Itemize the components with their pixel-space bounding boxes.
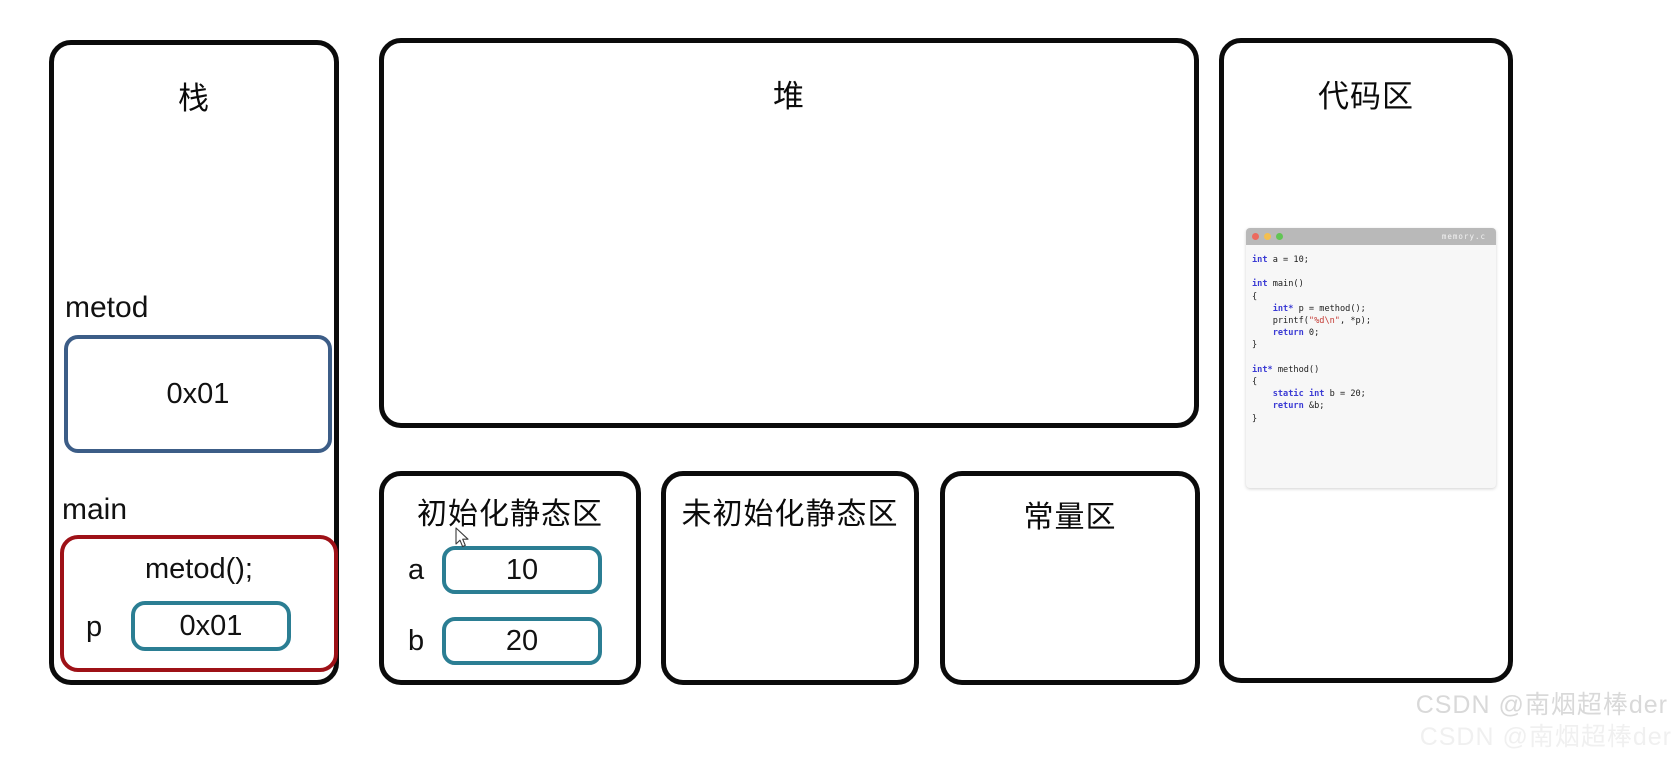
static-var-key-b: b xyxy=(408,624,425,657)
code-window-body: int a = 10; int main(){ int* p = method(… xyxy=(1246,245,1496,431)
constant-region-panel: 常量区 xyxy=(940,471,1200,685)
stack-var-key-p: p xyxy=(86,611,103,643)
static-var-a-value: 10 xyxy=(505,553,539,586)
code-region-title: 代码区 xyxy=(1318,79,1414,114)
stack-frame-label-main: main xyxy=(62,493,128,526)
code-line xyxy=(1252,352,1490,364)
watermark-text-faint: CSDN @南烟超棒der xyxy=(1419,723,1672,751)
code-line: return &b; xyxy=(1272,401,1325,412)
code-line: int a = 10; xyxy=(1252,255,1309,265)
code-region-panel: 代码区 memory.c int a = 10; int main(){ int… xyxy=(1219,38,1513,683)
code-line: printf("%d\n", *p); xyxy=(1252,316,1372,327)
watermark-text: CSDN @南烟超棒der xyxy=(1415,691,1668,719)
static-var-a-box: 10 xyxy=(442,546,602,594)
code-line: static int b = 20; xyxy=(1272,389,1366,400)
stack-frame-metod-box: 0x01 xyxy=(64,335,332,453)
stack-frame-label-metod: metod xyxy=(65,291,149,324)
stack-frame-main-call: metod(); xyxy=(145,553,253,585)
maximize-dot-icon[interactable] xyxy=(1276,233,1283,240)
code-window-filename: memory.c xyxy=(1441,232,1486,241)
static-var-row-b: b 20 xyxy=(408,617,602,665)
code-line: { xyxy=(1252,377,1258,388)
static-var-row-a: a 10 xyxy=(408,546,602,594)
stack-var-p-box: 0x01 xyxy=(131,601,291,651)
stack-frame-main-box: metod(); p 0x01 xyxy=(60,535,338,672)
initialized-static-region-panel: 初始化静态区 a 10 b 20 xyxy=(379,471,641,685)
code-line: { xyxy=(1252,291,1258,302)
initialized-static-region-title: 初始化静态区 xyxy=(417,498,603,531)
code-line: int main() xyxy=(1252,279,1304,290)
code-line: } xyxy=(1252,340,1258,351)
static-var-key-a: a xyxy=(408,553,425,586)
code-snippet-window: memory.c int a = 10; int main(){ int* p … xyxy=(1246,228,1496,488)
uninitialized-static-region-title: 未初始化静态区 xyxy=(681,498,899,531)
minimize-dot-icon[interactable] xyxy=(1264,233,1271,240)
code-line: int* p = method(); xyxy=(1272,303,1366,314)
heap-region-title: 堆 xyxy=(773,79,805,114)
stack-region-title: 栈 xyxy=(178,81,210,116)
code-line xyxy=(1252,266,1490,278)
static-var-b-value: 20 xyxy=(505,624,539,657)
static-var-b-box: 20 xyxy=(442,617,602,665)
stack-region-panel: 栈 metod 0x01 main metod(); p 0x01 xyxy=(49,40,339,685)
code-line: } xyxy=(1252,413,1258,424)
constant-region-title: 常量区 xyxy=(1023,501,1117,534)
heap-region-panel: 堆 xyxy=(379,38,1199,428)
code-line: return 0; xyxy=(1272,328,1320,339)
code-window-titlebar: memory.c xyxy=(1246,228,1496,245)
close-dot-icon[interactable] xyxy=(1252,233,1259,240)
code-line: int* method() xyxy=(1252,364,1320,375)
uninitialized-static-region-panel: 未初始化静态区 xyxy=(661,471,919,685)
stack-var-p-value: 0x01 xyxy=(179,609,243,642)
stack-frame-metod-value: 0x01 xyxy=(166,377,230,410)
